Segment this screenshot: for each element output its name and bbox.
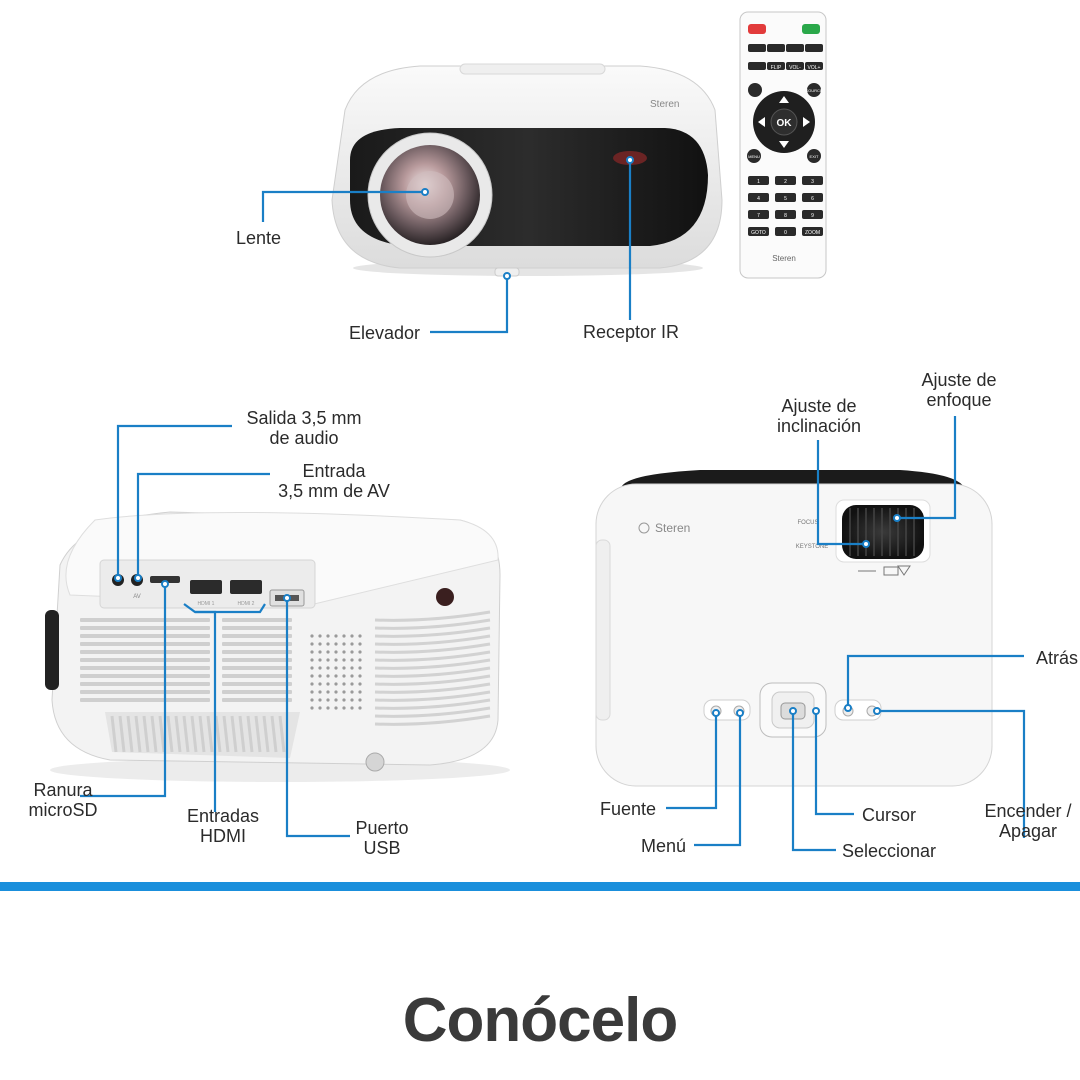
callout-dots xyxy=(114,156,901,717)
svg-text:Steren: Steren xyxy=(772,254,796,263)
svg-text:EXIT: EXIT xyxy=(810,154,819,159)
label-menu: Menú xyxy=(640,836,686,856)
svg-text:VOL+: VOL+ xyxy=(808,65,821,71)
remote-key-label: 6 xyxy=(811,196,814,202)
svg-text:OK: OK xyxy=(777,118,793,129)
label-encender-apagar: Encender /Apagar xyxy=(984,801,1072,841)
svg-text:MENU: MENU xyxy=(748,154,760,159)
brand-logo-front: Steren xyxy=(650,99,679,110)
remote-key-label: 5 xyxy=(784,196,787,202)
remote-control: FLIP VOL- VOL+ SOURCE OK MENU EXIT 1 2 3 4 5… xyxy=(739,11,827,279)
svg-text:Steren: Steren xyxy=(655,521,690,535)
power-button-icon xyxy=(748,24,766,34)
remote-key-label: GOTO xyxy=(751,230,766,236)
svg-text:KEYSTONE: KEYSTONE xyxy=(796,544,829,550)
vent-grille xyxy=(80,618,292,702)
svg-text:SOURCE: SOURCE xyxy=(805,88,822,93)
page-title: Conócelo xyxy=(402,986,678,1055)
projector-front: Steren xyxy=(331,63,723,277)
callout-lines xyxy=(80,160,1026,852)
remote-key-label: 2 xyxy=(784,179,787,185)
mute-button-icon xyxy=(802,24,820,34)
remote-key-label: 1 xyxy=(757,179,760,185)
remote-key-label: 3 xyxy=(811,179,814,185)
speaker-grille xyxy=(310,610,491,726)
projector-rear: AV HDMI 1 HDMI 2 xyxy=(45,511,510,782)
label-lente: Lente xyxy=(236,228,282,248)
label-receptor-ir: Receptor IR xyxy=(582,322,680,342)
label-elevador: Elevador xyxy=(348,323,420,343)
remote-key-label: 0 xyxy=(784,230,787,236)
remote-key-label: 8 xyxy=(784,213,787,219)
remote-key-label: 9 xyxy=(811,213,814,219)
label-seleccionar: Seleccionar xyxy=(842,841,937,861)
label-cursor: Cursor xyxy=(862,805,917,825)
accent-divider xyxy=(0,882,1080,891)
svg-text:AV: AV xyxy=(133,594,141,600)
remote-key-label: 7 xyxy=(757,213,760,219)
svg-text:HDMI 2: HDMI 2 xyxy=(238,601,255,607)
remote-key-label: ZOOM xyxy=(805,230,820,236)
label-atras: Atrás xyxy=(1035,648,1078,668)
label-fuente: Fuente xyxy=(599,799,656,819)
svg-text:FOCUS: FOCUS xyxy=(798,520,819,526)
svg-text:FLIP: FLIP xyxy=(771,65,782,71)
remote-key-label: 4 xyxy=(757,196,760,202)
svg-text:VOL-: VOL- xyxy=(789,65,801,71)
svg-text:HDMI 1: HDMI 1 xyxy=(198,601,215,607)
